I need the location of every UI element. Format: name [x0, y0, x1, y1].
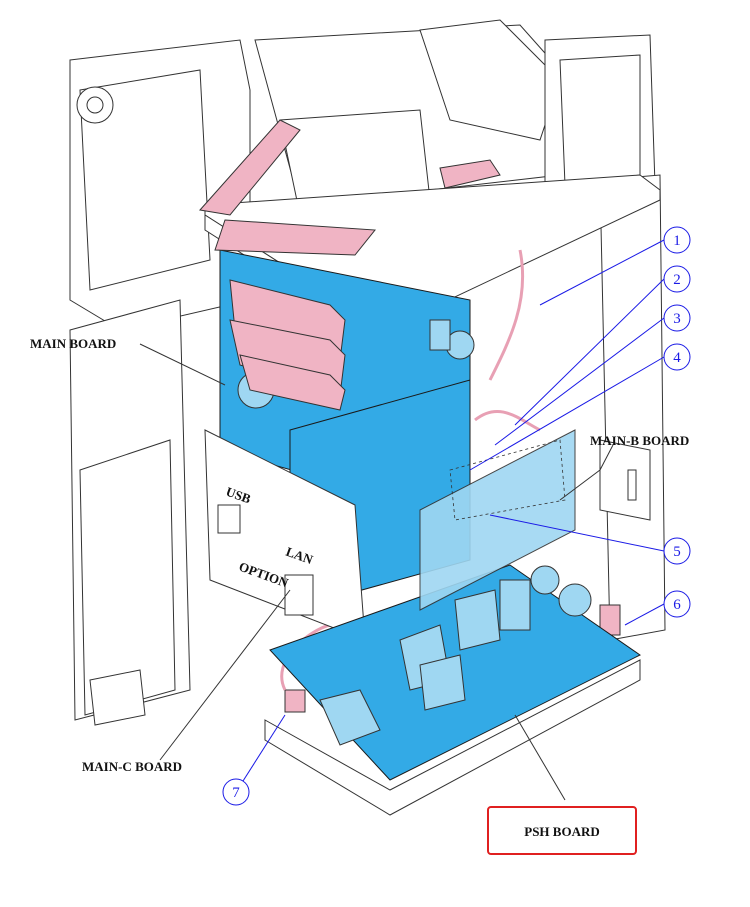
main-board-label: MAIN BOARD: [30, 336, 116, 351]
callout-3: 3: [663, 304, 691, 332]
main-b-board-label: MAIN-B BOARD: [590, 433, 689, 448]
callout-3-number: 3: [673, 311, 681, 327]
main-b-hidden-outline: [449, 439, 566, 521]
callout-5-number: 5: [673, 544, 681, 560]
main-b-board: [419, 429, 576, 611]
psh-board: [264, 564, 641, 816]
callout-2-number: 2: [673, 272, 681, 288]
main-c-board-label: MAIN-C BOARD: [82, 759, 182, 774]
psh-board-highlight-box: [487, 806, 637, 855]
callout-7: 7: [222, 778, 250, 806]
callout-6: 6: [663, 590, 691, 618]
callout-2: 2: [663, 265, 691, 293]
rear-panel: USB LAN OPTION: [204, 429, 366, 641]
callout-5: 5: [663, 537, 691, 565]
callout-6-number: 6: [673, 597, 681, 613]
ribbon-cables: [199, 119, 621, 713]
callout-leader-lines: [235, 239, 665, 793]
callout-1: 1: [663, 226, 691, 254]
callout-4: 4: [663, 343, 691, 371]
psh-board-label: PSH BOARD: [524, 824, 599, 839]
callout-4-number: 4: [673, 350, 681, 366]
callout-7-number: 7: [232, 785, 240, 801]
printer-chassis: [69, 19, 666, 726]
callout-1-number: 1: [673, 233, 681, 249]
board-leader-lines: [139, 343, 614, 801]
